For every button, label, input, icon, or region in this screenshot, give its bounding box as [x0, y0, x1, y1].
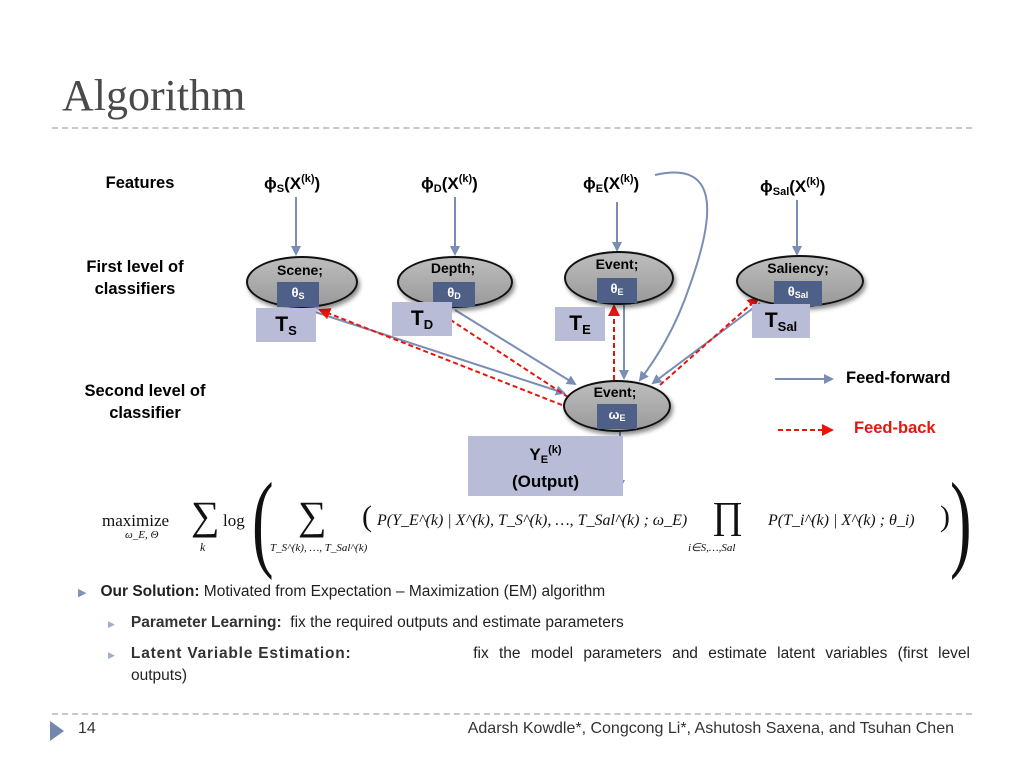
eq-p1: P(Y_E^(k) | X^(k), T_S^(k), …, T_Sal^(k)… — [377, 512, 688, 529]
feature-phi-d: ϕD(X(k)) — [421, 173, 478, 195]
node-scene-label: Scene; — [277, 262, 323, 278]
bullet-latent-line2: outputs) — [131, 667, 188, 684]
ff-arrow-saliency-event — [651, 302, 761, 385]
eq-log: log — [223, 511, 245, 530]
bullet-our-solution: ▶Our Solution: Motivated from Expectatio… — [78, 583, 606, 600]
t-box-e: TE — [555, 307, 605, 341]
ff-arrow-phi-e-event-loop — [638, 171, 709, 382]
output-box: YE(k) (Output) — [468, 436, 623, 496]
node-depth-label: Depth; — [430, 260, 476, 276]
theta-e: θE — [597, 278, 637, 303]
output-y: YE(k) — [529, 444, 562, 466]
eq-sum-k-sub: k — [200, 540, 206, 554]
title-divider — [52, 127, 972, 129]
page-number: 14 — [78, 720, 96, 737]
page-arrow-icon — [50, 721, 64, 741]
feature-phi-sal: ϕSal(X(k)) — [760, 176, 826, 198]
eq-p2: P(T_i^(k) | X^(k) ; θ_i) — [768, 512, 915, 529]
fb-arrow-event-scene — [318, 308, 563, 406]
t-box-d: TD — [392, 302, 452, 336]
t-box-sal: TSal — [752, 304, 810, 338]
footer-divider — [52, 713, 972, 715]
legend-feed-back: Feed-back — [854, 419, 936, 437]
node-event-second-label: Event; — [593, 384, 637, 400]
eq-inner-sum-symbol: ∑ — [298, 493, 327, 538]
eq-left-paren-mid: ( — [362, 500, 372, 533]
bullet-triangle-icon: ▶ — [78, 587, 87, 599]
feature-phi-e: ϕE(X(k)) — [583, 173, 640, 195]
bullet-parameter-learning: ▶Parameter Learning: fix the required ou… — [108, 614, 624, 631]
sub-bullet-triangle-icon: ▶ — [108, 650, 115, 660]
theta-sal: θSal — [774, 281, 822, 306]
omega-e: ωE — [597, 404, 637, 429]
eq-prod-symbol: ∏ — [712, 495, 744, 537]
eq-maximize: maximize — [102, 511, 170, 530]
row-label-second-level: Second level of classifier — [84, 382, 206, 422]
fb-arrow-event-saliency — [659, 296, 760, 386]
sub-bullet-triangle-icon: ▶ — [108, 619, 115, 629]
eq-right-paren-big: ) — [950, 462, 972, 581]
node-saliency-label: Saliency; — [767, 260, 829, 276]
t-box-s: TS — [256, 308, 316, 342]
bullet-latent-line1: ▶Latent Variable Estimation: fix the mod… — [108, 645, 970, 662]
output-label: (Output) — [511, 472, 580, 491]
ff-arrow-depth-event — [454, 309, 577, 386]
node-event-first-label: Event; — [595, 256, 639, 272]
slide-title: Algorithm — [62, 71, 246, 120]
eq-prod-sub: i∈S,…,Sal — [688, 542, 736, 554]
row-label-first-level: First level of classifiers — [86, 258, 184, 298]
feature-phi-s: ϕS(X(k)) — [264, 173, 321, 195]
eq-left-paren-big: ( — [252, 462, 274, 581]
row-label-features: Features — [105, 174, 175, 192]
eq-sum-k-symbol: ∑ — [191, 493, 220, 538]
fb-arrow-event-depth — [438, 311, 569, 398]
authors-footer: Adarsh Kowdle*, Congcong Li*, Ashutosh S… — [467, 720, 954, 737]
ff-arrow-scene-event — [314, 311, 566, 396]
eq-maximize-sub: ω_E, Θ — [125, 529, 159, 541]
legend-feed-forward: Feed-forward — [846, 369, 951, 387]
theta-s: θS — [277, 282, 319, 307]
bullet-latent-variable: ▶Latent Variable Estimation: fix the mod… — [108, 645, 970, 685]
eq-right-paren-mid: ) — [940, 500, 950, 533]
eq-inner-sum-sub: T_S^(k), …, T_Sal^(k) — [270, 542, 368, 554]
